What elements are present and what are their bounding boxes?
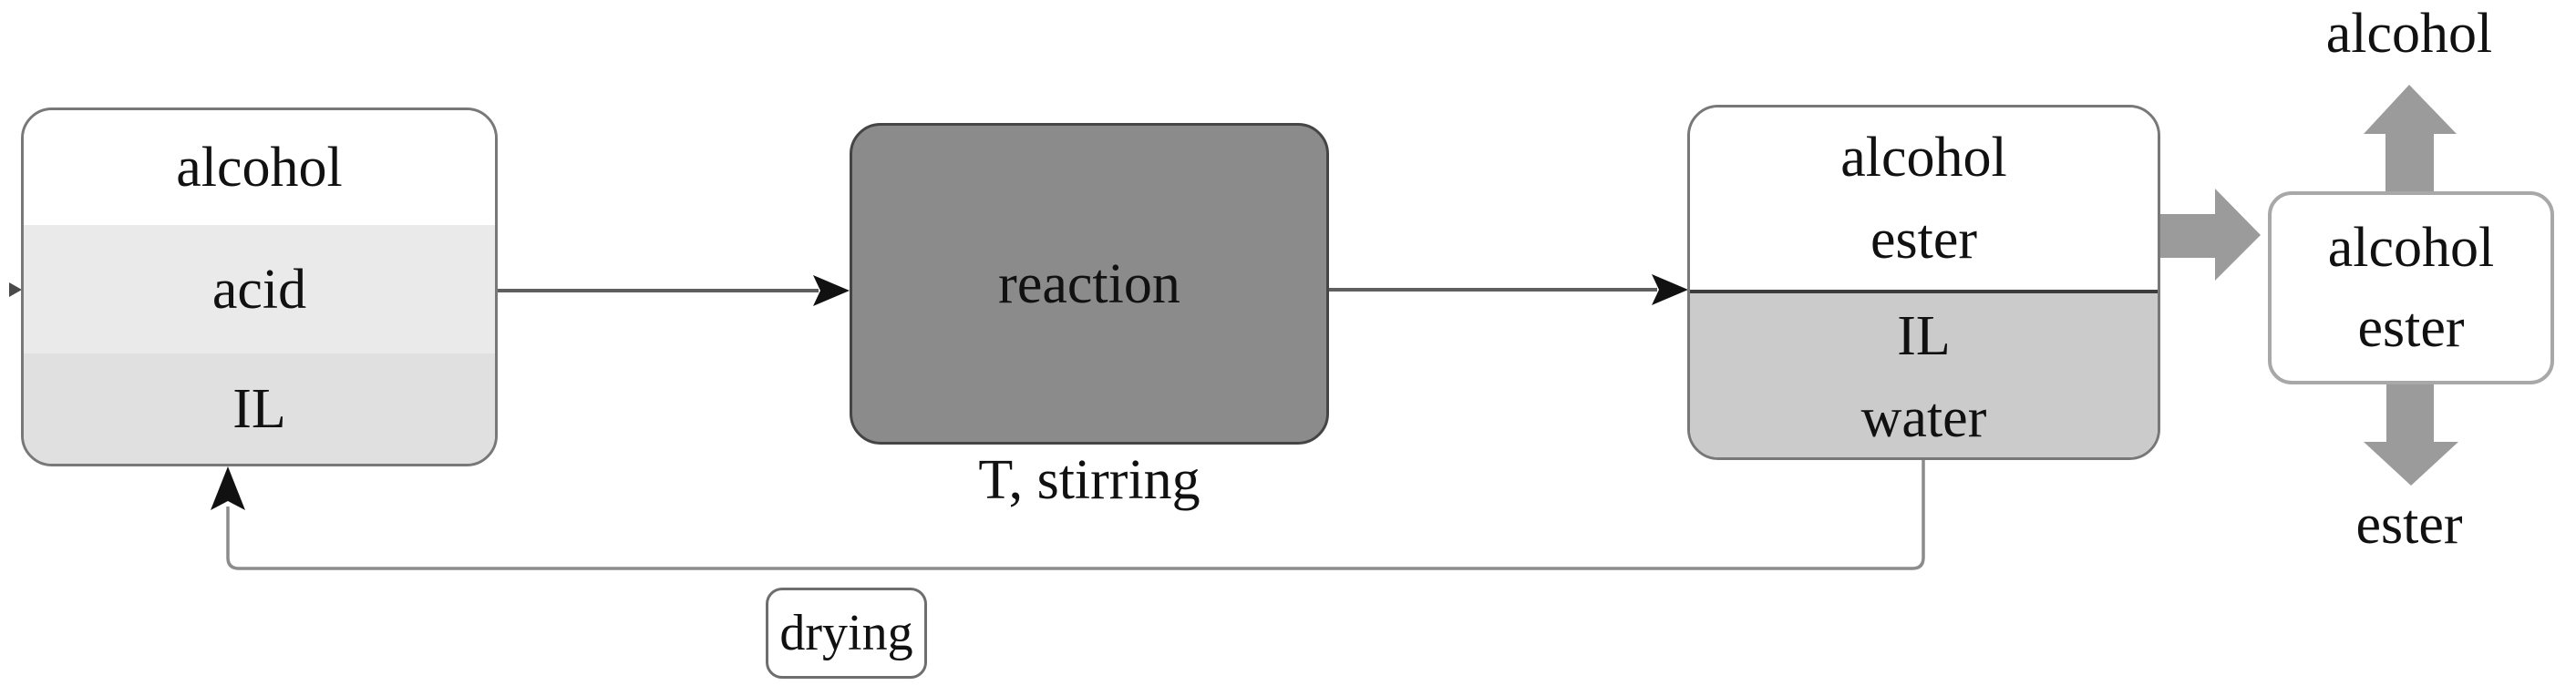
alcohol-output-label: alcohol (2325, 3, 2493, 65)
separation-il-water-phase: IL water (1690, 290, 2158, 457)
reaction-conditions-caption: T, stirring (978, 449, 1200, 511)
separation-ester-label: ester (1870, 209, 1978, 271)
reaction-box: reaction (850, 123, 1329, 445)
feed-section-alcohol: alcohol (24, 110, 495, 226)
separation-organic-phase: alcohol ester (1690, 107, 2158, 290)
drying-box: drying (766, 588, 927, 679)
feed-to-reaction-arrowhead (813, 275, 850, 306)
product-alcohol-label: alcohol (2327, 217, 2495, 279)
feed-acid-label: acid (211, 258, 307, 321)
ester-out-block-arrow (2364, 384, 2458, 486)
separation-water-label: water (1860, 387, 1987, 449)
separation-il-label: IL (1897, 305, 1951, 367)
feed-il-label: IL (232, 377, 286, 440)
separation-box: alcohol ester IL water (1687, 105, 2160, 460)
product-ester-label: ester (2357, 297, 2465, 359)
ester-output-label: ester (2355, 494, 2463, 556)
reaction-label: reaction (998, 252, 1180, 315)
separation-to-product-block-arrow (2160, 189, 2261, 281)
feed-section-il: IL (24, 353, 495, 464)
recycle-line (226, 460, 1925, 570)
feed-section-acid: acid (24, 225, 495, 354)
feed-box: alcohol acid IL (21, 107, 498, 466)
drying-label: drying (779, 605, 913, 661)
reaction-to-separation-arrowhead (1652, 274, 1688, 305)
alcohol-out-block-arrow (2364, 85, 2457, 191)
recycle-arrowhead (211, 466, 245, 510)
separation-alcohol-label: alcohol (1840, 127, 2007, 189)
feed-alcohol-label: alcohol (176, 137, 343, 200)
left-edge-tick (9, 282, 22, 297)
product-box: alcohol ester (2268, 191, 2554, 384)
